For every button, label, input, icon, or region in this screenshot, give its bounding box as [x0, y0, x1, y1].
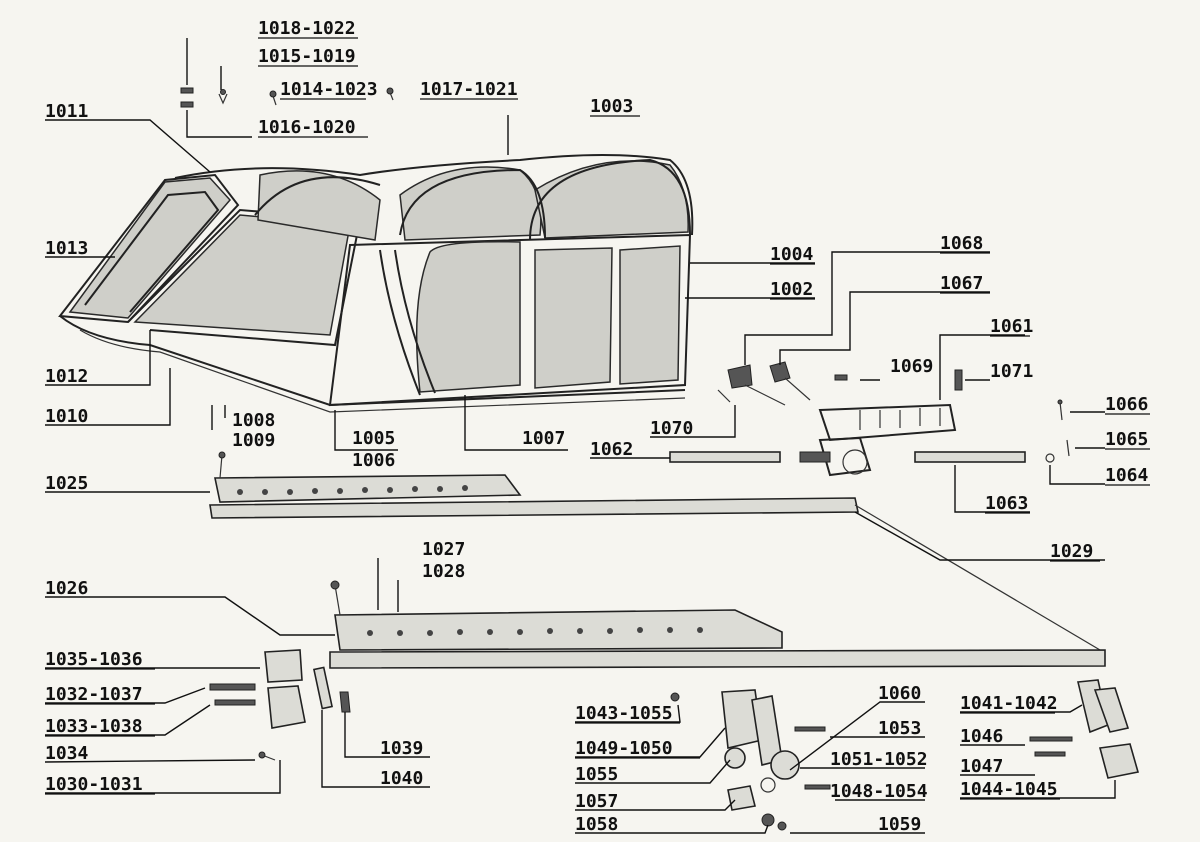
callout-1011: 1011 [45, 101, 88, 122]
callout-1015-1019: 1015-1019 [258, 46, 356, 67]
callout-1033-1038: 1033-1038 [45, 716, 143, 737]
hinge-hardware-center [670, 689, 831, 831]
callout-1048-1054: 1048-1054 [830, 781, 928, 802]
canopy-assembly [58, 154, 694, 413]
callout-1026: 1026 [45, 578, 88, 599]
callout-1004: 1004 [770, 244, 814, 265]
callout-1013: 1013 [45, 238, 88, 259]
callout-1060: 1060 [878, 683, 921, 704]
callout-1051-1052: 1051-1052 [830, 749, 928, 770]
top-hardware [180, 87, 394, 108]
callout-1010: 1010 [45, 406, 88, 427]
callout-1029: 1029 [1050, 541, 1093, 562]
callout-1006: 1006 [352, 450, 395, 471]
callout-1030-1031: 1030-1031 [45, 774, 143, 795]
callout-1008: 1008 [232, 410, 275, 431]
callout-1016-1020: 1016-1020 [258, 117, 356, 138]
callout-1065: 1065 [1105, 429, 1148, 450]
callout-1049-1050: 1049-1050 [575, 738, 673, 759]
callout-1055: 1055 [575, 764, 618, 785]
callout-1040: 1040 [380, 768, 423, 789]
callout-1025: 1025 [45, 473, 88, 494]
callout-1034: 1034 [45, 743, 89, 764]
callout-1005: 1005 [352, 428, 395, 449]
callout-1071: 1071 [990, 361, 1033, 382]
callout-1057: 1057 [575, 791, 618, 812]
label-underlines [45, 37, 1150, 800]
callout-1014-1023: 1014-1023 [280, 79, 378, 100]
callout-1069: 1069 [890, 356, 933, 377]
hinge-hardware-right [1029, 679, 1140, 779]
leader-lines [44, 38, 1116, 834]
callout-1041-1042: 1041-1042 [960, 693, 1058, 714]
callout-1053: 1053 [878, 718, 921, 739]
callout-1047: 1047 [960, 756, 1003, 777]
callout-1003: 1003 [590, 96, 633, 117]
callout-1061: 1061 [990, 316, 1033, 337]
callout-1039: 1039 [380, 738, 423, 759]
callout-labels: 1018-1022 1015-1019 1014-1023 1017-1021 … [45, 18, 1149, 835]
callout-1044-1045: 1044-1045 [960, 779, 1058, 800]
callout-1028: 1028 [422, 561, 465, 582]
callout-1046: 1046 [960, 726, 1003, 747]
callout-1002: 1002 [770, 279, 813, 300]
callout-1063: 1063 [985, 493, 1028, 514]
callout-1070: 1070 [650, 418, 693, 439]
callout-1018-1022: 1018-1022 [258, 18, 356, 39]
callout-1043-1055: 1043-1055 [575, 703, 673, 724]
callout-1017-1021: 1017-1021 [420, 79, 518, 100]
callout-1032-1037: 1032-1037 [45, 684, 143, 705]
callout-1058: 1058 [575, 814, 618, 835]
callout-1012: 1012 [45, 366, 88, 387]
latch-mechanism [669, 361, 1070, 477]
hinge-hardware-left [209, 649, 351, 761]
callout-1007: 1007 [522, 428, 565, 449]
callout-1068: 1068 [940, 233, 983, 254]
rail-assemblies [209, 451, 1106, 669]
callout-1027: 1027 [422, 539, 465, 560]
callout-1009: 1009 [232, 430, 275, 451]
callout-1066: 1066 [1105, 394, 1148, 415]
callout-1067: 1067 [940, 273, 983, 294]
callout-1035-1036: 1035-1036 [45, 649, 143, 670]
callout-1059: 1059 [878, 814, 921, 835]
callout-1062: 1062 [590, 439, 633, 460]
callout-1064: 1064 [1105, 465, 1149, 486]
